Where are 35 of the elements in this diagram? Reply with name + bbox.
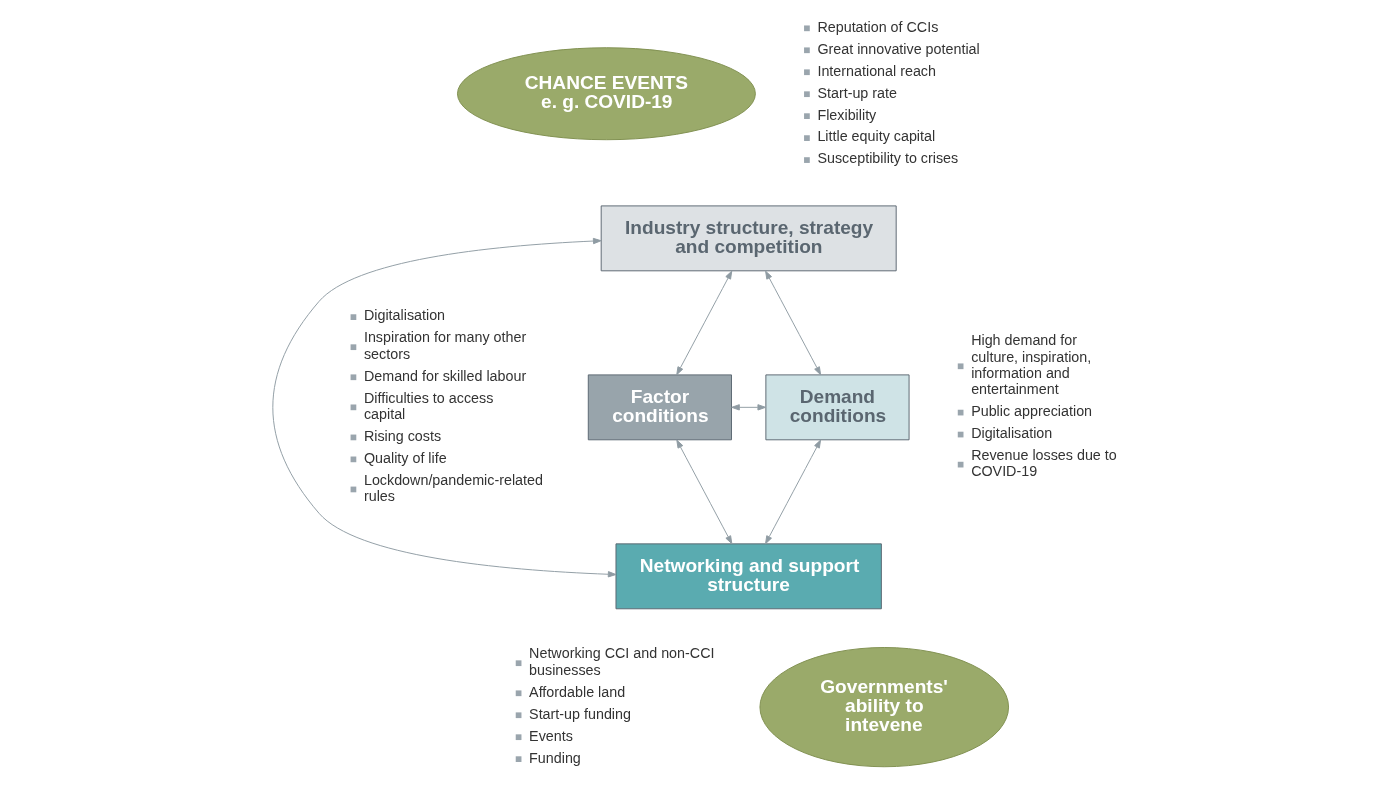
arrow — [730, 404, 766, 411]
node-label: Affordable land — [528, 683, 625, 700]
node-box: Demand conditions — [764, 374, 910, 441]
arrow — [675, 270, 732, 376]
node-label: International reach — [816, 62, 936, 79]
node-label: Flexibility — [816, 106, 876, 123]
node-label: Difficulties to access capital — [363, 389, 493, 422]
node-label: Digitalisation — [363, 307, 445, 324]
node-box: Industry structure, strategy and competition — [600, 205, 897, 272]
node-label: Digitalisation — [970, 424, 1052, 441]
node-label: Start-up rate — [816, 84, 897, 101]
node-label: Revenue losses due to COVID-19 — [970, 446, 1117, 480]
arrow — [764, 270, 821, 376]
node-ellipse: Governments' ability to intevene — [758, 647, 1009, 768]
node-label: Funding — [528, 749, 581, 766]
arrow — [271, 237, 616, 578]
node-label: Lockdown/pandemic-related rules — [363, 471, 543, 504]
node-label: Start-up funding — [528, 705, 631, 722]
arrow — [764, 439, 821, 545]
node-label: Reputation of CCIs — [816, 18, 938, 35]
node-label: Susceptibility to crises — [816, 150, 958, 167]
node-label: Quality of life — [363, 449, 447, 466]
node-label: Inspiration for many other sectors — [363, 329, 526, 362]
node-label: Rising costs — [363, 427, 441, 444]
node-label: Public appreciation — [970, 402, 1092, 419]
node-label: Events — [528, 727, 573, 744]
node-label: Little equity capital — [816, 128, 935, 145]
node-label: Networking CCI and non-CCI businesses — [528, 645, 714, 678]
node-label: High demand for culture, inspiration, information and entertainment — [970, 332, 1091, 397]
node-box: Factor conditions — [587, 374, 732, 441]
node-box: Networking and support structure — [615, 543, 882, 610]
node-label: Great innovative potential — [816, 40, 980, 57]
node-ellipse: CHANCE EVENTS e. g. COVID-19 — [456, 47, 756, 141]
node-label: Demand for skilled labour — [363, 367, 526, 384]
arrow — [675, 439, 732, 545]
